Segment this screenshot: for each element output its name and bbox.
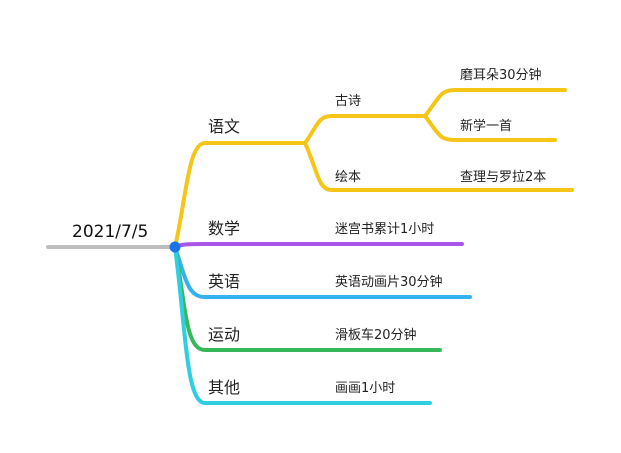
root-node-dot[interactable] [169, 241, 181, 253]
topic-shuxue[interactable]: 数学 [208, 219, 241, 238]
leaf-moerduo[interactable]: 磨耳朵30分钟 [460, 68, 542, 83]
leaf-line-xinxue [423, 114, 557, 142]
subtopic-gushi[interactable]: 古诗 [335, 94, 362, 109]
leaf-huahua[interactable]: 画画1小时 [335, 381, 396, 396]
leaf-huabanche[interactable]: 滑板车20分钟 [335, 328, 417, 343]
leaf-line-moerduo [423, 88, 567, 118]
subbranch-line-huiben [303, 141, 574, 192]
branch-line-shuxue [173, 242, 464, 249]
topic-yuwen[interactable]: 语文 [208, 117, 241, 136]
leaf-migong[interactable]: 迷宫书累计1小时 [335, 222, 435, 237]
topic-yundong[interactable]: 运动 [208, 325, 241, 344]
subtopic-huiben[interactable]: 绘本 [335, 170, 362, 185]
branch-line-yuwen [173, 141, 307, 249]
leaf-donghuapian[interactable]: 英语动画片30分钟 [335, 275, 443, 290]
topic-yingyu[interactable]: 英语 [208, 272, 241, 291]
root-topic[interactable]: 2021/7/5 [72, 222, 149, 242]
topic-qita[interactable]: 其他 [208, 378, 241, 397]
branch-line-qita [173, 245, 432, 405]
leaf-xinxue[interactable]: 新学一首 [460, 119, 513, 134]
leaf-chali-luola[interactable]: 查理与罗拉2本 [460, 170, 547, 185]
subbranch-line-gushi [303, 114, 427, 145]
